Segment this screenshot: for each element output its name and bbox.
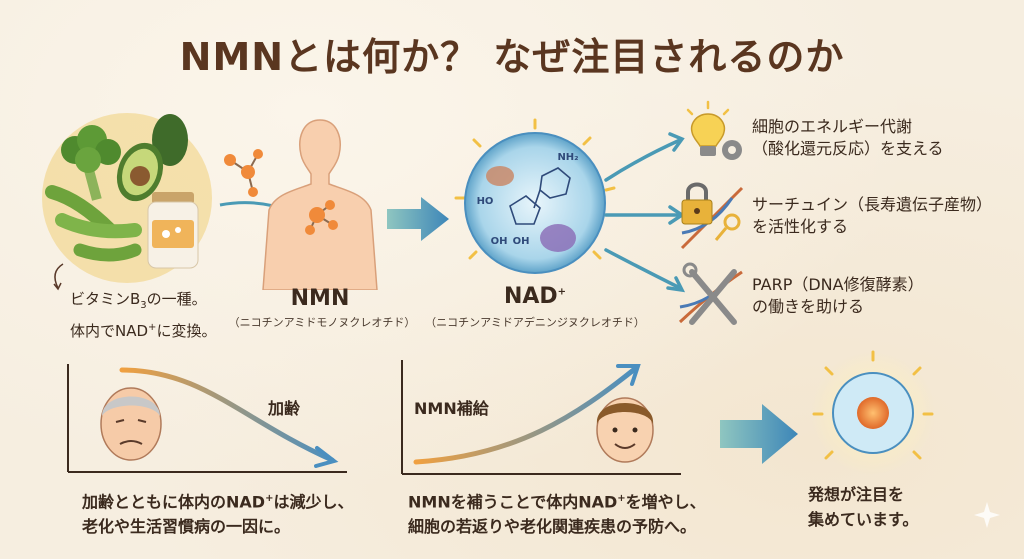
ho-label: HO — [476, 196, 494, 207]
decline-graph — [67, 364, 347, 473]
supplement-bottle-icon — [147, 192, 199, 269]
decline-axis-label: 加齢 — [268, 399, 301, 418]
supplement-graph — [401, 360, 681, 475]
nad-full-name: （ニコチンアミドアデニンジヌクレオチド） — [425, 316, 645, 329]
effect-arrows — [604, 132, 686, 293]
food-note: ビタミンB3の一種。 体内でNAD+に変換。 — [70, 290, 217, 340]
arrow-right-final-icon — [720, 404, 798, 464]
effect-parp: PARP（DNA修復酵素）の働きを助ける — [752, 275, 924, 316]
broccoli-icon — [61, 125, 121, 201]
nmn-full-name: （ニコチンアミドモノヌクレオチド） — [228, 316, 416, 329]
arrow-right-icon — [387, 197, 449, 241]
sparkle-icon — [974, 502, 1000, 528]
food-illustration — [42, 113, 212, 283]
effect-sirtuin: サーチュイン（長寿遺伝子産物）を活性化する — [752, 195, 993, 236]
oh-label-2: OH — [512, 236, 530, 247]
lightbulb-gear-icon — [686, 100, 742, 160]
nad-label: NAD+ — [503, 284, 567, 309]
oh-label-1: OH — [490, 236, 508, 247]
wrench-dna-icon — [678, 262, 743, 325]
page-title: NMNとは何か？ なぜ注目されるのか — [179, 35, 845, 79]
decline-caption: 加齢とともに体内のNAD+は減少し、 老化や生活習慣病の一因に。 — [82, 492, 354, 537]
human-body-icon — [262, 119, 378, 290]
supplement-caption: NMNを補うことで体内NAD+を増やし、 細胞の若返りや老化関連疾患の予防へ。 — [408, 492, 706, 537]
nh2-label: NH₂ — [557, 152, 579, 163]
conclusion-text: 発想が注目を集めています。 — [808, 485, 919, 529]
curved-arrow-icon — [53, 263, 64, 291]
avocado-icon — [116, 114, 188, 202]
supplement-axis-label: NMN補給 — [414, 399, 489, 418]
nad-cell-illustration — [454, 118, 616, 274]
elderly-face-icon — [100, 387, 162, 461]
nmn-label: NMN — [290, 286, 350, 311]
young-face-icon — [596, 397, 654, 463]
effect-energy: 細胞のエネルギー代謝（酸化還元反応）を支える — [752, 117, 944, 158]
edamame-icon — [45, 185, 142, 262]
lock-dna-icon — [680, 182, 744, 250]
glowing-cell-illustration — [811, 350, 935, 475]
